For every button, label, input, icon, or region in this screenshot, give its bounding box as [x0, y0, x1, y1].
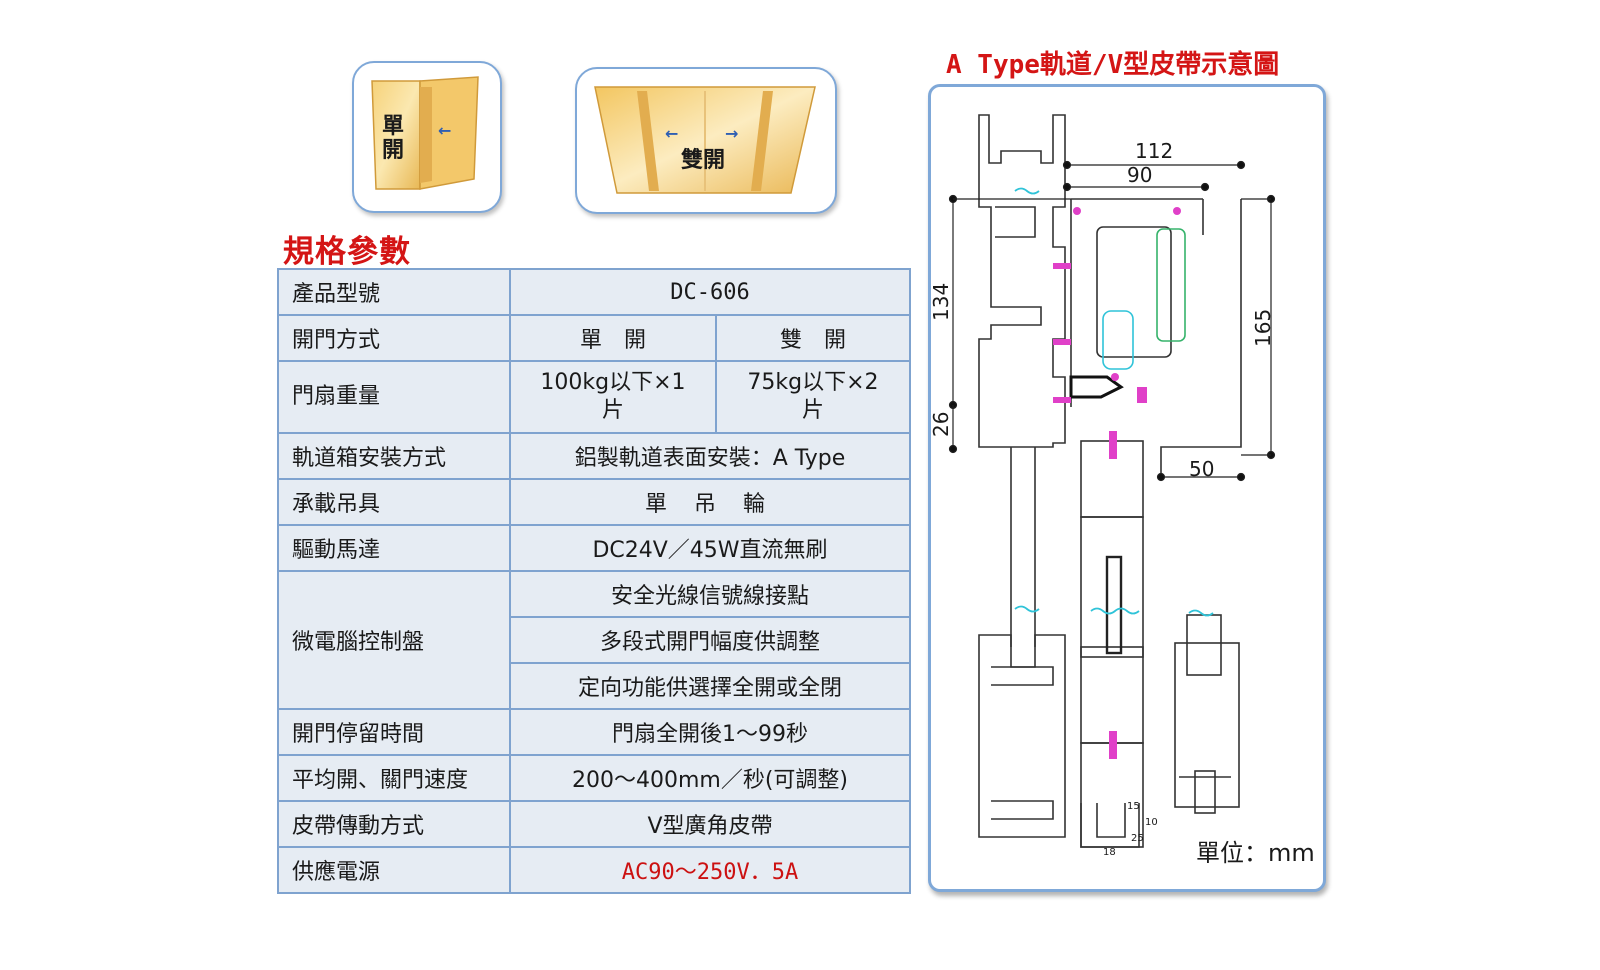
- weight-double-value: 75kg以下×2片: [747, 370, 879, 423]
- unit-label: 單位：mm: [1196, 839, 1315, 867]
- dim-15: 15: [1127, 801, 1140, 812]
- open-method-label: 開門方式: [277, 314, 511, 362]
- table-row: 產品型號 DC-606: [277, 268, 912, 316]
- dim-112: 112: [1135, 139, 1174, 163]
- door-weight-label: 門扇重量: [277, 360, 511, 434]
- dim-18: 18: [1103, 847, 1116, 858]
- power-label: 供應電源: [277, 846, 511, 894]
- open-double-value: 雙 開: [714, 314, 912, 362]
- left-arrow-icon: ←: [665, 124, 679, 143]
- single-open-door-card: 單開 ←: [352, 61, 502, 213]
- dim-90: 90: [1127, 163, 1153, 187]
- track-cross-section-drawing: [948, 114, 1276, 848]
- table-row: 門扇重量 100kg以下×1片 75kg以下×2片: [277, 360, 912, 434]
- table-row: 定向功能供選擇全開或全閉: [278, 662, 912, 710]
- hanger-label: 承載吊具: [277, 478, 511, 526]
- hold-time-label: 開門停留時間: [277, 708, 511, 756]
- controller-label: 微電腦控制盤: [277, 570, 511, 710]
- motor-value: DC24V／45W直流無刷: [508, 524, 912, 572]
- dim-50: 50: [1189, 457, 1215, 481]
- open-single-value: 單 開: [509, 314, 717, 362]
- model-label: 產品型號: [277, 268, 511, 316]
- track-install-label: 軌道箱安裝方式: [277, 432, 511, 480]
- controller-value-1: 安全光線信號線接點: [508, 570, 912, 618]
- power-value: AC90～250V．5A: [508, 846, 912, 894]
- dim-165: 165: [1251, 308, 1275, 347]
- controller-value-3: 定向功能供選擇全開或全閉: [508, 662, 912, 710]
- table-row: 平均開、關門速度 200～400mm／秒(可調整): [277, 754, 912, 802]
- speed-value: 200～400mm／秒(可調整): [508, 754, 912, 802]
- speed-label: 平均開、關門速度: [277, 754, 511, 802]
- table-row: 開門方式 單 開 雙 開: [277, 314, 912, 362]
- double-open-door-card: ← → 雙開: [575, 67, 837, 214]
- diagram-title: A Type軌道/V型皮帶示意圖: [946, 50, 1280, 80]
- weight-single-cell: 100kg以下×1片: [509, 360, 717, 434]
- track-diagram: 112 90 134 26 165 50 15 10 25 18 單位：mm: [928, 84, 1326, 892]
- hold-time-value: 門扇全開後1～99秒: [508, 708, 912, 756]
- weight-double-cell: 75kg以下×2片: [714, 360, 912, 434]
- left-arrow-icon: ←: [438, 121, 452, 140]
- double-door-illustration: [594, 86, 816, 194]
- table-row: 驅動馬達 DC24V／45W直流無刷: [277, 524, 912, 572]
- dim-134: 134: [929, 282, 953, 321]
- table-row: 微電腦控制盤 安全光線信號線接點: [277, 570, 912, 710]
- belt-value: V型廣角皮帶: [508, 800, 912, 848]
- double-open-label: 雙開: [681, 148, 726, 173]
- dim-25: 25: [1131, 833, 1144, 844]
- table-row: 軌道箱安裝方式 鋁製軌道表面安裝：A Type: [277, 432, 912, 480]
- controller-value-2: 多段式開門幅度供調整: [508, 616, 912, 664]
- dim-10: 10: [1145, 817, 1158, 828]
- belt-label: 皮帶傳動方式: [277, 800, 511, 848]
- track-install-value: 鋁製軌道表面安裝：A Type: [508, 432, 912, 480]
- hanger-value: 單 吊 輪: [508, 478, 912, 526]
- dim-26: 26: [929, 411, 953, 437]
- single-door-illustration: [371, 76, 479, 190]
- spec-table: 產品型號 DC-606 開門方式 單 開 雙 開 門扇重量 100kg以下×1片…: [277, 268, 912, 894]
- weight-single-value: 100kg以下×1片: [540, 370, 686, 423]
- table-row: 供應電源 AC90～250V．5A: [277, 846, 912, 894]
- table-row: 承載吊具 單 吊 輪: [277, 478, 912, 526]
- model-value: DC-606: [508, 268, 912, 316]
- motor-label: 驅動馬達: [277, 524, 511, 572]
- table-row: 開門停留時間 門扇全開後1～99秒: [277, 708, 912, 756]
- spec-section-title: 規格參數: [283, 234, 411, 270]
- right-arrow-icon: →: [725, 124, 739, 143]
- table-row: 皮帶傳動方式 V型廣角皮帶: [277, 800, 912, 848]
- table-row: 多段式開門幅度供調整: [278, 616, 912, 664]
- single-open-label: 單開: [382, 114, 405, 163]
